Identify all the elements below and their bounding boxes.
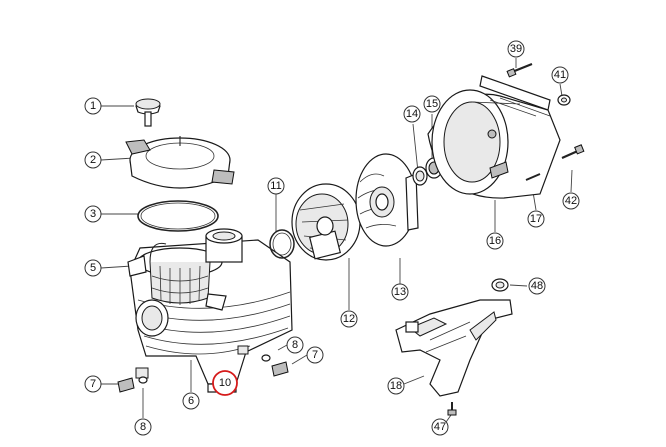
callout-1: 1 (84, 97, 102, 115)
part-impeller (355, 153, 419, 247)
part-drain-plugs (117, 354, 289, 393)
callout-15: 15 (423, 95, 441, 113)
callout-7-left-label: 7 (90, 378, 96, 390)
part-knob (135, 98, 161, 127)
callout-7-left: 7 (84, 375, 102, 393)
callout-18: 18 (387, 377, 405, 395)
callout-42-label: 42 (565, 195, 577, 207)
callout-10-label: 10 (219, 377, 231, 389)
callout-17: 17 (527, 210, 545, 228)
callout-12: 12 (340, 310, 358, 328)
callout-16: 16 (486, 232, 504, 250)
callout-6-label: 6 (188, 395, 194, 407)
part-o-ring (137, 200, 219, 232)
callout-7-right-label: 7 (312, 349, 318, 361)
callout-2: 2 (84, 151, 102, 169)
part-bolts (506, 62, 585, 181)
callout-16-label: 16 (489, 235, 501, 247)
part-volute-o-ring (269, 229, 295, 259)
part-screw (447, 402, 457, 416)
callout-10-highlighted: 10 (212, 370, 238, 396)
callout-14: 14 (403, 105, 421, 123)
callout-5: 5 (84, 259, 102, 277)
part-washer (557, 94, 571, 106)
part-motor-support (395, 299, 513, 397)
callout-8-bottom-label: 8 (140, 421, 146, 433)
callout-18-label: 18 (390, 380, 402, 392)
callout-1-label: 1 (90, 100, 96, 112)
callout-8-bottom: 8 (134, 418, 152, 436)
callout-11: 11 (267, 177, 285, 195)
callout-bubbles: 1 2 3 5 6 7 7 8 (84, 40, 580, 436)
callout-12-label: 12 (343, 313, 355, 325)
part-seal-plate (427, 75, 561, 199)
callout-17-label: 17 (530, 213, 542, 225)
callout-14-label: 14 (406, 108, 418, 120)
callout-39: 39 (507, 40, 525, 58)
part-pump-housing (127, 228, 293, 393)
part-lid (125, 136, 235, 189)
callout-41: 41 (551, 66, 569, 84)
callout-11-label: 11 (270, 180, 281, 192)
callout-47: 47 (431, 418, 449, 436)
callout-42: 42 (562, 192, 580, 210)
callout-13-label: 13 (394, 286, 406, 298)
callout-8-right-label: 8 (292, 339, 298, 351)
callout-39-label: 39 (510, 43, 522, 55)
callout-13: 13 (391, 283, 409, 301)
callout-3: 3 (84, 205, 102, 223)
callout-8-right: 8 (286, 336, 304, 354)
callout-2-label: 2 (90, 154, 96, 166)
callout-7-right: 7 (306, 346, 324, 364)
callout-5-label: 5 (90, 262, 96, 274)
callout-48: 48 (528, 277, 546, 295)
part-diffuser (291, 183, 361, 261)
callout-41-label: 41 (554, 69, 566, 81)
callout-48-label: 48 (531, 280, 543, 292)
callout-6: 6 (182, 392, 200, 410)
callout-3-label: 3 (90, 208, 96, 220)
callout-15-label: 15 (426, 98, 438, 110)
part-grommet (491, 278, 509, 292)
callout-47-label: 47 (434, 421, 446, 433)
